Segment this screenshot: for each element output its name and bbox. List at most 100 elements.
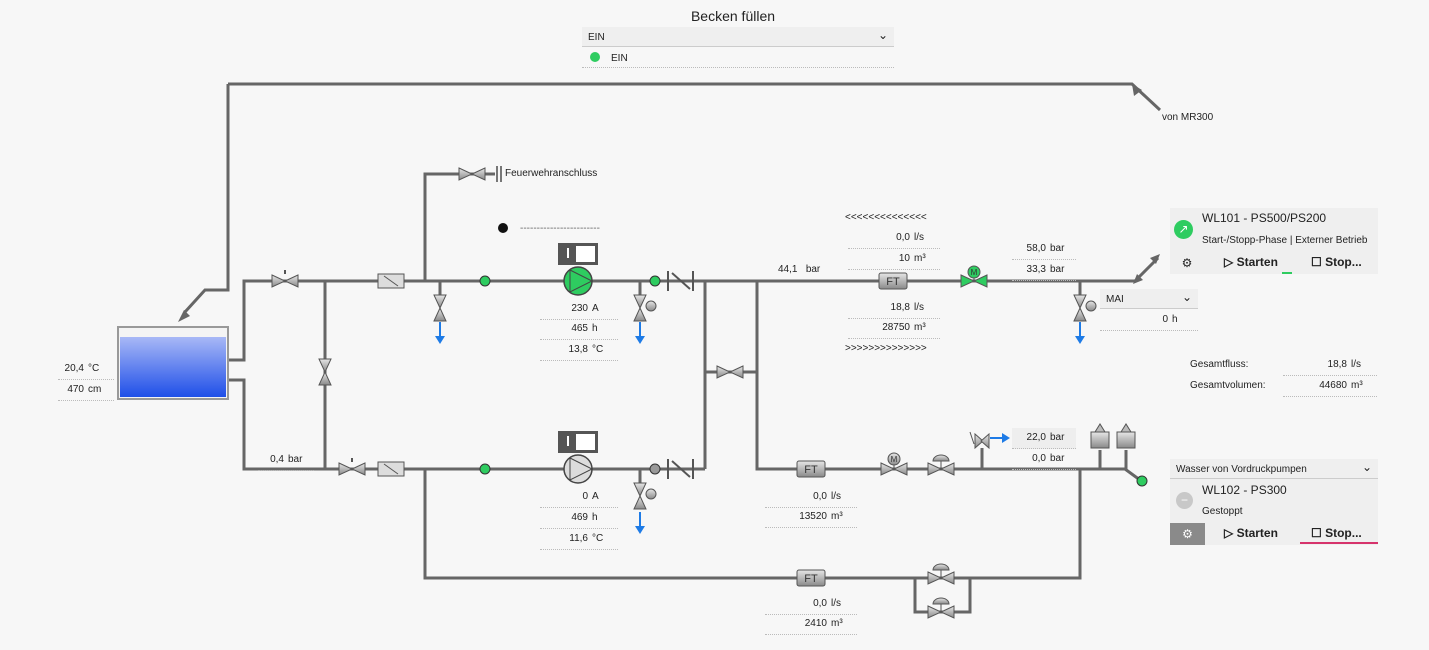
status-dot-pump1-out bbox=[649, 275, 661, 287]
arrow-head-icon bbox=[1150, 254, 1160, 264]
wl102-stop-button[interactable]: ☐ Stop... bbox=[1311, 526, 1362, 540]
wl102-subtitle: Gestoppt bbox=[1202, 506, 1243, 517]
pump2-switch[interactable] bbox=[558, 431, 598, 453]
placeholder-dot bbox=[498, 223, 508, 233]
control-valve-lower[interactable] bbox=[927, 454, 955, 476]
pump2[interactable] bbox=[563, 454, 594, 484]
check-valve-upper bbox=[377, 273, 405, 289]
wl101-panel: ↗ WL101 - PS500/PS200 Start-/Stopp-Phase… bbox=[1170, 208, 1378, 274]
total-flow-label: Gesamtfluss: bbox=[1190, 359, 1249, 370]
status-dot-lower-suction bbox=[479, 463, 491, 475]
status-dot-pump2-out bbox=[649, 463, 661, 475]
placeholder-text: ------------------------ bbox=[520, 223, 600, 234]
flow-transmitter-bypass[interactable] bbox=[796, 569, 826, 587]
settings-gear-icon[interactable]: ⚙ bbox=[1181, 256, 1193, 270]
actuator-icon bbox=[1085, 300, 1097, 312]
stop-active-indicator bbox=[1300, 542, 1378, 544]
control-valve-bypass-top[interactable] bbox=[927, 563, 955, 585]
flow-direction-reverse: <<<<<<<<<<<<<< bbox=[845, 212, 927, 223]
pump1[interactable] bbox=[563, 266, 594, 296]
pressure-upper-in: 44,1 bar bbox=[778, 264, 821, 275]
valve-fire-connection[interactable] bbox=[458, 167, 486, 181]
total-volume-label: Gesamtvolumen: bbox=[1190, 380, 1266, 391]
arrow-head-icon bbox=[178, 310, 190, 322]
wl102-start-button[interactable]: ▷ Starten bbox=[1224, 526, 1278, 540]
mode-status-text: EIN bbox=[611, 53, 628, 64]
valve-cross[interactable] bbox=[318, 358, 332, 386]
control-valve-bypass-bottom[interactable] bbox=[927, 597, 955, 619]
wl102-title: WL102 - PS300 bbox=[1202, 483, 1287, 497]
actuator-icon bbox=[645, 300, 657, 312]
chevron-down-icon: ⌄ bbox=[1181, 290, 1192, 304]
label-von-mr300: von MR300 bbox=[1162, 112, 1214, 123]
drain-mode-select[interactable]: MAI ⌄ bbox=[1100, 289, 1198, 309]
drain-valve-pump2[interactable] bbox=[633, 482, 647, 510]
drain-arrow-icon bbox=[634, 511, 646, 535]
stopped-minus-icon: − bbox=[1176, 492, 1193, 509]
nonreturn-upper bbox=[667, 271, 694, 291]
motor-valve-lower[interactable]: M bbox=[880, 452, 908, 476]
status-dot-wl102 bbox=[1136, 475, 1148, 487]
motor-valve-upper[interactable]: M bbox=[960, 265, 988, 288]
wl101-subtitle: Start-/Stopp-Phase | Externer Betrieb bbox=[1202, 235, 1368, 246]
status-indicator-icon bbox=[590, 52, 600, 62]
pipes bbox=[183, 82, 1162, 614]
drain-valve-upper-line[interactable] bbox=[1073, 294, 1087, 322]
pump1-switch[interactable] bbox=[558, 243, 598, 265]
check-valve-lower bbox=[377, 461, 405, 477]
flow-transmitter-lower[interactable] bbox=[796, 460, 826, 478]
drain-valve-suction[interactable] bbox=[433, 294, 447, 322]
valve-lower-inlet[interactable] bbox=[338, 462, 366, 476]
settings-gear-icon[interactable]: ⚙ bbox=[1170, 523, 1205, 545]
pressure-relief-valve[interactable] bbox=[969, 431, 1010, 469]
label-feuerwehranschluss: Feuerwehranschluss bbox=[505, 168, 598, 179]
running-arrow-icon: ↗ bbox=[1174, 220, 1193, 239]
valve-upper-inlet[interactable] bbox=[271, 274, 299, 288]
wl101-start-button[interactable]: ▷ Starten bbox=[1224, 255, 1278, 269]
nonreturn-lower bbox=[667, 459, 694, 479]
air-vent-1[interactable] bbox=[1090, 423, 1110, 469]
tank[interactable] bbox=[117, 326, 229, 400]
drain-arrow-icon bbox=[634, 321, 646, 345]
wl102-source-select[interactable]: Wasser von Vordruckpumpen ⌄ bbox=[1170, 459, 1378, 479]
drain-valve-pump1[interactable] bbox=[633, 294, 647, 322]
arrow-head-icon bbox=[1132, 84, 1142, 96]
status-dot-upper-suction bbox=[479, 275, 491, 287]
mode-select[interactable]: EIN ⌄ bbox=[582, 27, 894, 47]
flow-transmitter-upper[interactable] bbox=[878, 272, 908, 290]
actuator-icon bbox=[645, 488, 657, 500]
valve-crossover[interactable] bbox=[716, 365, 744, 379]
svg-text:M: M bbox=[891, 455, 898, 464]
chevron-down-icon: ⌄ bbox=[1361, 460, 1372, 474]
mode-select-value: EIN bbox=[588, 32, 605, 43]
wl101-stop-button[interactable]: ☐ Stop... bbox=[1311, 255, 1362, 269]
pump1-temp: 13,8°C bbox=[540, 340, 618, 361]
wl102-panel: − WL102 - PS300 Gestoppt ⚙ ▷ Starten ☐ S… bbox=[1170, 479, 1378, 545]
flow-direction-forward: >>>>>>>>>>>>>> bbox=[845, 343, 927, 354]
air-vent-2[interactable] bbox=[1116, 423, 1136, 469]
chevron-down-icon: ⌄ bbox=[877, 28, 888, 42]
arrow-head-icon bbox=[1133, 274, 1143, 284]
pump2-temp: 11,6°C bbox=[540, 529, 618, 550]
